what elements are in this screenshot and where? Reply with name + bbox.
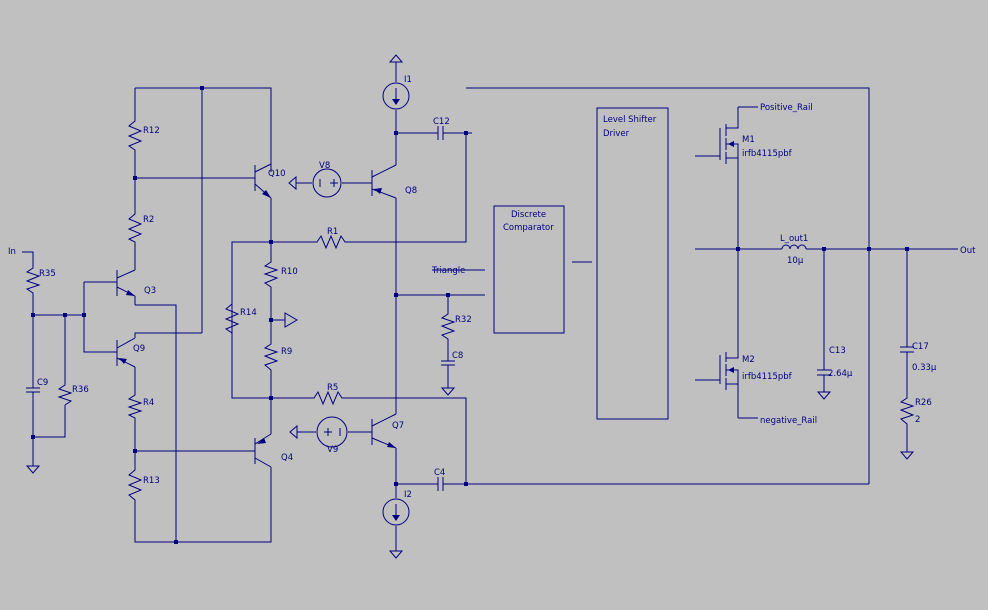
label-R4: R4 bbox=[143, 398, 154, 408]
resistor-R4 bbox=[127, 392, 143, 420]
comparator-label-line2: Comparator bbox=[503, 223, 554, 233]
label-V9: V9 bbox=[327, 445, 338, 455]
label-M1-model: irfb4115pbf bbox=[742, 149, 793, 159]
capacitor-C4 bbox=[435, 477, 447, 491]
label-R14: R14 bbox=[240, 308, 257, 318]
label-R26: R26 bbox=[915, 398, 932, 408]
label-R36: R36 bbox=[72, 385, 89, 395]
transistor-Q3 bbox=[116, 269, 136, 297]
net-label-positive-rail: Positive_Rail bbox=[760, 103, 813, 113]
junctions bbox=[31, 86, 909, 544]
mosfet-M1 bbox=[695, 122, 739, 164]
label-M2-model: irfb4115pbf bbox=[742, 372, 793, 382]
voltage-source-V9 bbox=[316, 416, 348, 448]
net-label-triangle: Triangle bbox=[431, 266, 465, 276]
label-Q8: Q8 bbox=[405, 186, 417, 196]
label-R9: R9 bbox=[281, 347, 292, 357]
capacitor-C8 bbox=[441, 358, 455, 369]
transistor-Q8 bbox=[371, 164, 397, 199]
label-L_out1: L_out1 bbox=[780, 234, 808, 244]
transistor-Q9 bbox=[116, 337, 136, 368]
net-label-out: Out bbox=[960, 246, 976, 256]
blocks bbox=[493, 107, 669, 420]
resistor-R9 bbox=[263, 340, 279, 374]
transistor-Q4 bbox=[254, 433, 272, 468]
inductor-L_out1 bbox=[777, 244, 808, 250]
label-C13: C13 bbox=[829, 346, 846, 356]
label-I1: I1 bbox=[404, 75, 412, 85]
label-R13: R13 bbox=[143, 476, 160, 486]
sources bbox=[312, 82, 410, 526]
label-M2: M2 bbox=[742, 355, 755, 365]
transistor-Q7 bbox=[371, 408, 397, 449]
net-label-in: In bbox=[8, 247, 16, 257]
resistor-R10 bbox=[263, 258, 279, 292]
labels: In Out Triangle Positive_Rail negative_R… bbox=[8, 75, 976, 500]
transistor-Q10 bbox=[254, 163, 272, 199]
comparator-label-line1: Discrete bbox=[511, 210, 546, 220]
driver-label-line2: Driver bbox=[603, 129, 630, 139]
capacitors bbox=[26, 126, 914, 491]
label-Q3: Q3 bbox=[144, 286, 156, 296]
voltage-source-V8 bbox=[312, 168, 342, 198]
net-label-negative-rail: negative_Rail bbox=[760, 416, 817, 426]
label-C13-value: 2.64µ bbox=[828, 369, 853, 379]
label-R12: R12 bbox=[143, 126, 160, 136]
label-Q9: Q9 bbox=[133, 344, 145, 354]
capacitor-C17 bbox=[900, 345, 914, 356]
current-source-I2 bbox=[382, 498, 410, 526]
label-C17-value: 0.33µ bbox=[912, 363, 937, 373]
resistor-R35 bbox=[25, 265, 41, 296]
label-Q4: Q4 bbox=[281, 453, 293, 463]
label-L_out1-value: 10µ bbox=[787, 256, 804, 266]
resistor-R14 bbox=[224, 300, 240, 335]
label-R35: R35 bbox=[39, 269, 56, 279]
label-R1: R1 bbox=[327, 227, 338, 237]
resistor-R5 bbox=[310, 390, 346, 406]
resistor-R36 bbox=[57, 382, 73, 406]
driver-label-line1: Level Shifter bbox=[603, 115, 657, 125]
mosfet-M2 bbox=[695, 352, 739, 392]
ground-symbols bbox=[26, 54, 914, 559]
label-M1: M1 bbox=[742, 135, 755, 145]
resistor-R12 bbox=[127, 117, 143, 153]
label-C9: C9 bbox=[37, 378, 48, 388]
capacitor-C9 bbox=[26, 382, 40, 397]
label-R2: R2 bbox=[143, 215, 154, 225]
capacitor-C12 bbox=[435, 126, 447, 140]
label-Q10: Q10 bbox=[268, 169, 286, 179]
current-source-I1 bbox=[382, 82, 410, 110]
label-R5: R5 bbox=[327, 383, 338, 393]
resistor-R26 bbox=[899, 394, 915, 428]
resistor-R32 bbox=[440, 310, 456, 342]
label-C4: C4 bbox=[434, 468, 445, 478]
resistor-R1 bbox=[313, 234, 349, 250]
capacitor-C13 bbox=[817, 369, 831, 380]
comparator-block bbox=[493, 205, 565, 334]
resistor-R13 bbox=[127, 465, 143, 505]
transistors bbox=[116, 122, 739, 468]
label-R32: R32 bbox=[455, 315, 472, 325]
label-C17: C17 bbox=[912, 342, 929, 352]
label-R26-value: 2 bbox=[915, 415, 920, 425]
resistor-R2 bbox=[127, 210, 143, 244]
resistors bbox=[25, 117, 915, 505]
label-Q7: Q7 bbox=[392, 421, 404, 431]
label-V8: V8 bbox=[319, 161, 330, 171]
driver-block bbox=[596, 107, 669, 420]
wires bbox=[22, 68, 958, 545]
label-C8: C8 bbox=[452, 351, 463, 361]
label-I2: I2 bbox=[404, 490, 412, 500]
label-C12: C12 bbox=[433, 117, 450, 127]
label-R10: R10 bbox=[281, 267, 298, 277]
